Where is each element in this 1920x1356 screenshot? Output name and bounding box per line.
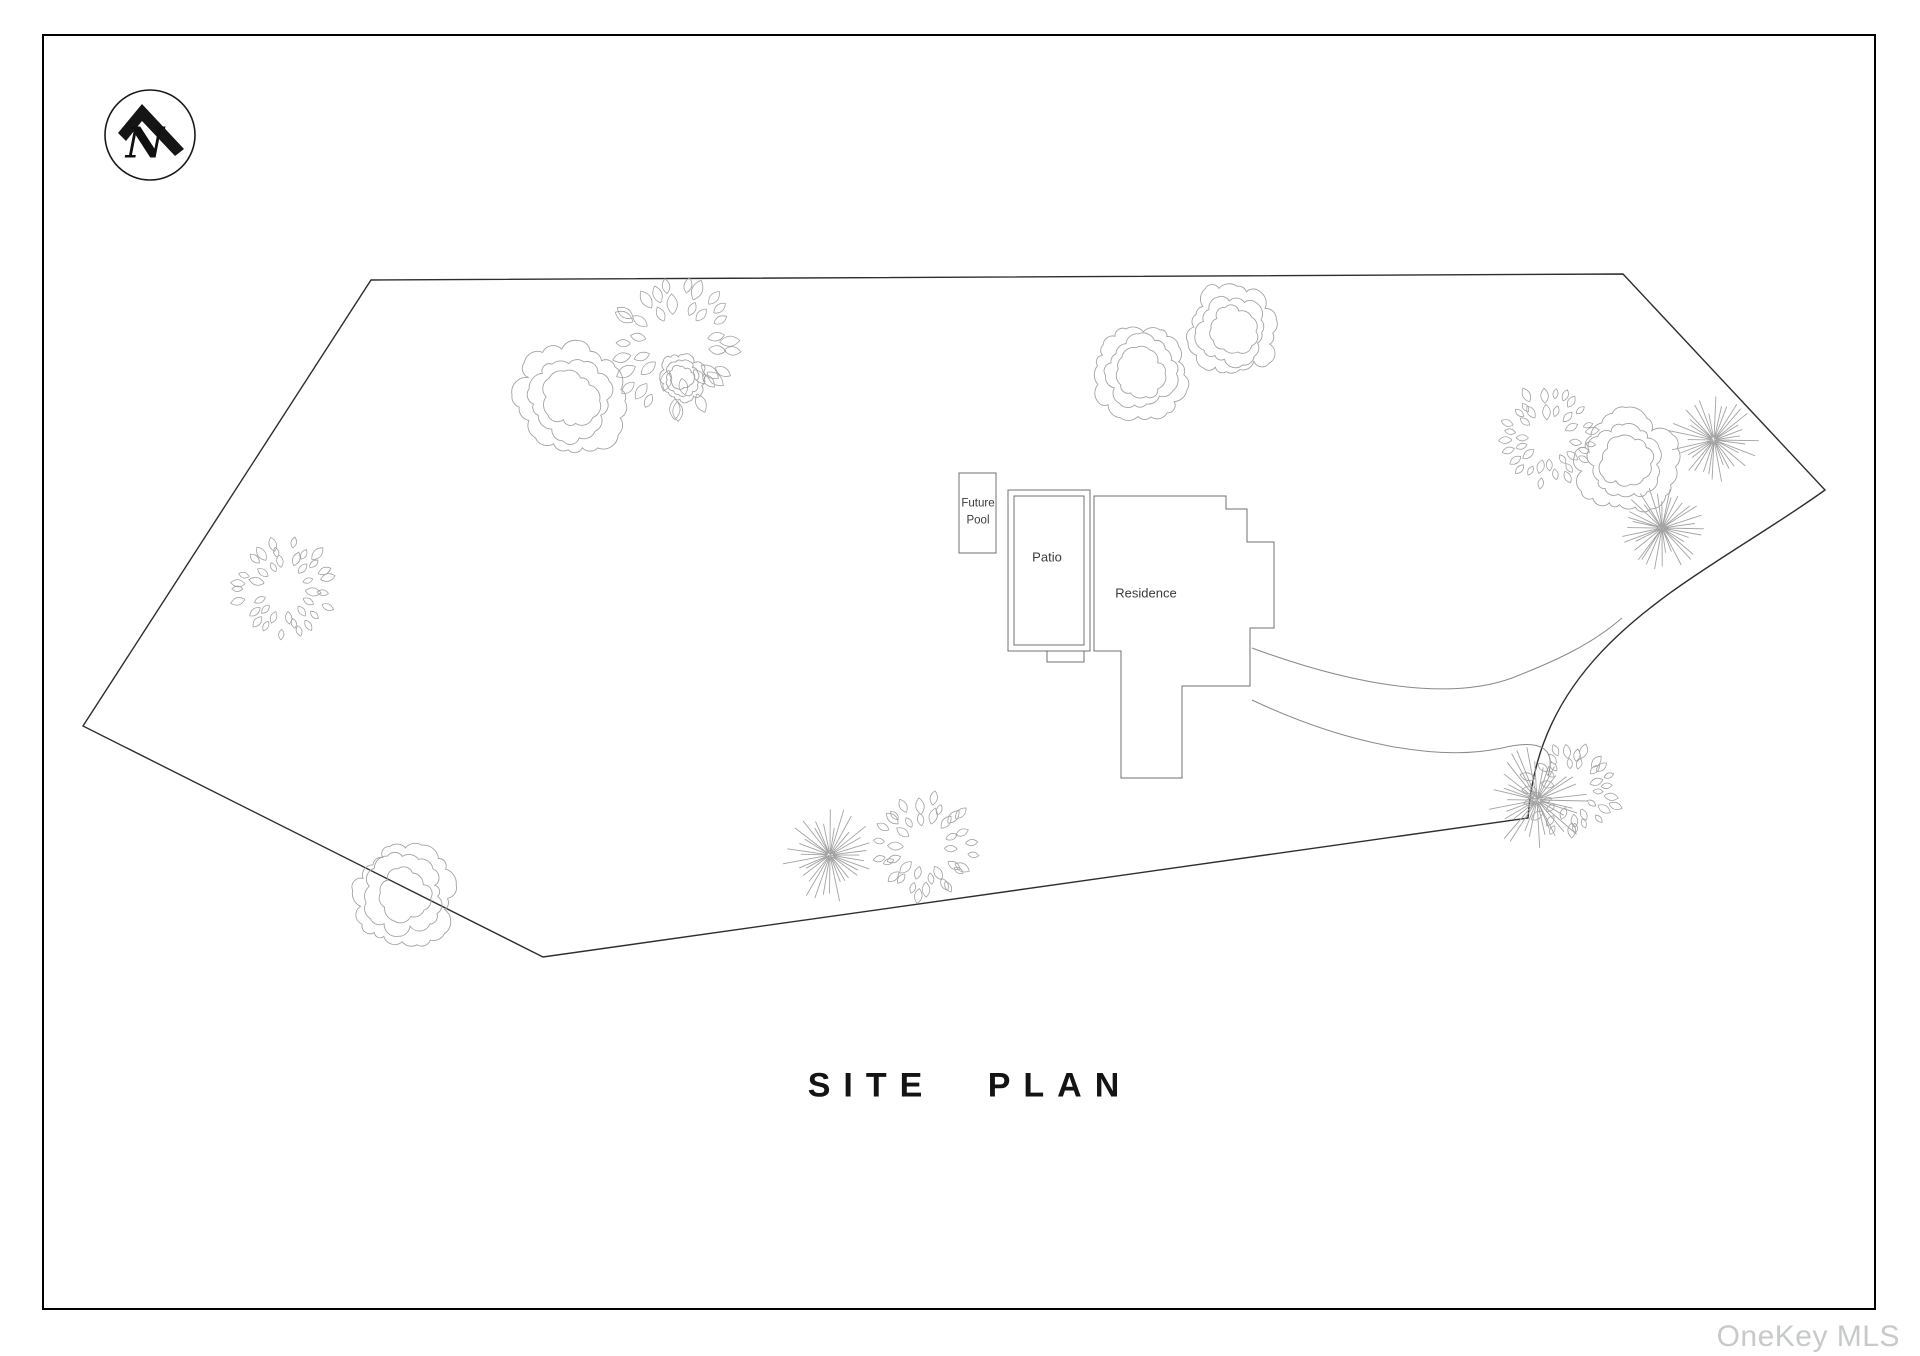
building-footprint — [958, 472, 1275, 779]
future-pool-label: Future Pool — [961, 495, 994, 528]
page-title: SITE PLAN — [807, 1066, 1133, 1105]
watermark: OneKey MLS — [1716, 1320, 1900, 1353]
driveway — [1251, 617, 1623, 777]
north-letter: N — [125, 118, 165, 168]
residence-label: Residence — [1115, 585, 1177, 601]
north-arrow-icon — [104, 89, 196, 181]
future-pool-label-line2: Pool — [966, 514, 990, 526]
sheet-border — [42, 34, 1876, 1310]
patio-label: Patio — [1032, 549, 1062, 565]
property-boundary — [81, 273, 1827, 958]
future-pool-label-line1: Future — [961, 497, 995, 510]
trees — [230, 277, 1759, 947]
